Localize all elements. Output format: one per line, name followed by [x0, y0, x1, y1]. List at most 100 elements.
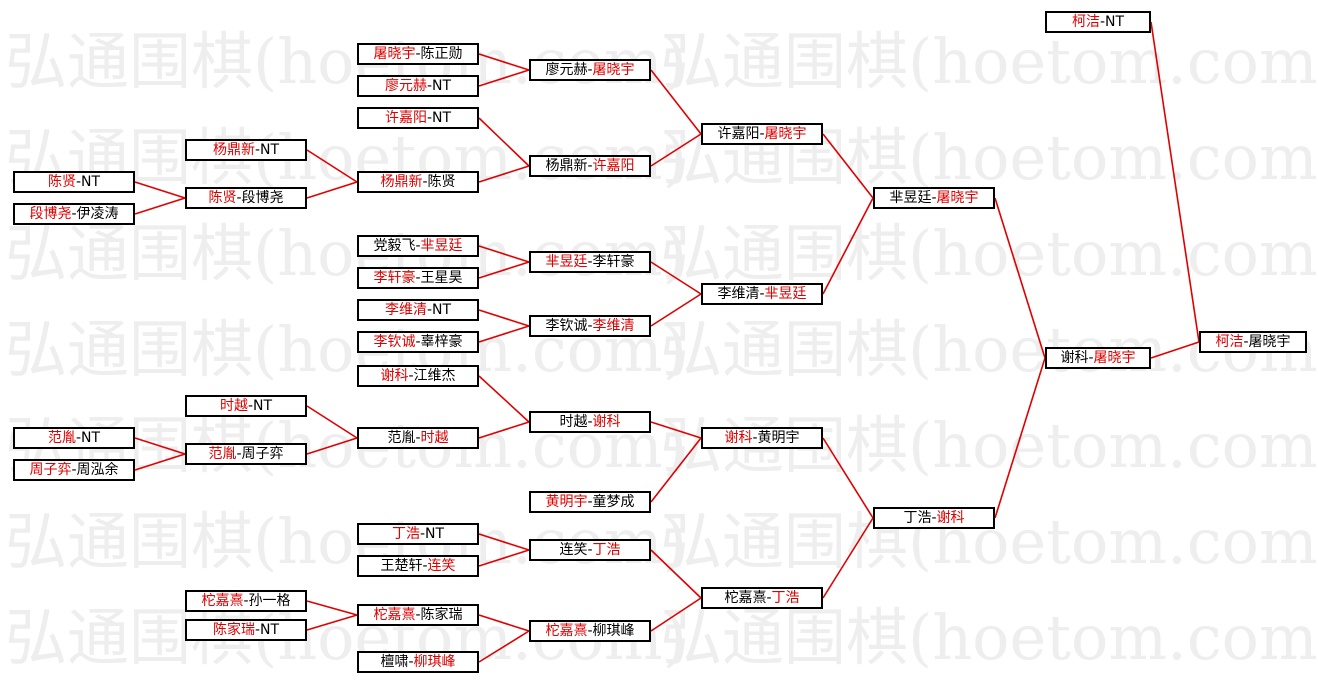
separator: -	[587, 254, 593, 270]
player-two: NT	[260, 142, 280, 158]
player-one: 连笑	[559, 542, 588, 558]
player-two: 段博尧	[241, 190, 284, 206]
connector-line	[478, 549, 530, 567]
match-box: 杨鼎新-陈贤	[357, 171, 479, 193]
player-two: 时越	[420, 430, 449, 446]
match-box: 谢科-黄明宇	[701, 427, 823, 449]
match-box: 屠晓宇-陈正勋	[357, 43, 479, 65]
player-one: 屠晓宇	[373, 46, 416, 62]
player-one: 谢科	[724, 430, 753, 446]
separator: -	[75, 174, 82, 190]
match-box: 杨鼎新-NT	[185, 139, 307, 161]
connector-line	[478, 375, 530, 423]
match-box: 范胤-NT	[13, 427, 135, 449]
match-box: 李维清-芈昱廷	[701, 283, 823, 305]
separator: -	[759, 126, 765, 142]
separator: -	[759, 286, 765, 302]
connector-line	[478, 421, 530, 439]
player-one: 陈贤	[47, 174, 76, 190]
player-one: 柁嘉熹	[545, 623, 588, 639]
match-box: 杨鼎新-许嘉阳	[529, 155, 651, 177]
match-box: 丁浩-NT	[357, 523, 479, 545]
player-two: NT	[81, 430, 101, 446]
player-one: 陈家瑞	[212, 622, 255, 638]
separator: -	[426, 302, 433, 318]
separator: -	[254, 142, 261, 158]
match-box: 许嘉阳-屠晓宇	[701, 123, 823, 145]
match-box: 李钦诚-辜梓豪	[357, 331, 479, 353]
separator: -	[931, 510, 937, 526]
separator: -	[587, 62, 593, 78]
player-one: 芈昱廷	[545, 254, 588, 270]
player-one: 范胤	[208, 446, 237, 462]
connector-line	[650, 261, 702, 295]
separator: -	[587, 158, 593, 174]
separator: -	[415, 607, 421, 623]
match-box: 党毅飞-芈昱廷	[357, 235, 479, 257]
separator: -	[243, 593, 249, 609]
player-two: 柳琪峰	[413, 654, 456, 670]
connector-line	[478, 533, 530, 551]
separator: -	[587, 623, 593, 639]
match-box: 廖元赫-屠晓宇	[529, 59, 651, 81]
separator: -	[71, 206, 77, 222]
separator: -	[587, 414, 593, 430]
match-box: 周子弈-周泓余	[13, 459, 135, 481]
match-box: 柁嘉熹-孙一格	[185, 590, 307, 612]
player-one: 党毅飞	[373, 238, 416, 254]
match-box: 柁嘉熹-柳琪峰	[529, 620, 651, 642]
connector-line	[650, 597, 702, 632]
player-one: 柁嘉熹	[724, 590, 767, 606]
player-one: 柁嘉熹	[201, 593, 244, 609]
connector-line	[994, 357, 1046, 519]
player-one: 杨鼎新	[380, 174, 423, 190]
player-two: 童梦成	[592, 494, 635, 510]
player-two: 屠晓宇	[764, 126, 807, 142]
separator: -	[71, 462, 77, 478]
connector-line	[822, 133, 874, 199]
separator: -	[931, 190, 937, 206]
player-two: 丁浩	[771, 590, 800, 606]
connector-line	[306, 181, 358, 199]
match-box: 芈昱廷-李轩豪	[529, 251, 651, 273]
player-two: 丁浩	[592, 542, 621, 558]
connector-line	[1150, 21, 1200, 343]
separator: -	[247, 398, 254, 414]
connector-line	[478, 53, 530, 71]
connector-line	[478, 614, 530, 632]
player-one: 廖元赫	[545, 62, 588, 78]
player-one: 檀啸	[380, 654, 409, 670]
connector-line	[306, 600, 358, 616]
match-box: 柯洁-NT	[1045, 11, 1151, 33]
player-two: 谢科	[936, 510, 965, 526]
player-two: NT	[1105, 14, 1125, 30]
player-two: 李轩豪	[592, 254, 635, 270]
separator: -	[587, 494, 593, 510]
player-two: 王星昊	[420, 270, 463, 286]
player-one: 李钦诚	[373, 334, 416, 350]
separator: -	[415, 334, 421, 350]
player-one: 柯洁	[1071, 14, 1100, 30]
player-one: 许嘉阳	[384, 110, 427, 126]
connector-line	[822, 197, 874, 295]
player-two: NT	[432, 78, 452, 94]
match-box: 时越-谢科	[529, 411, 651, 433]
connector-line	[134, 437, 186, 455]
separator: -	[415, 238, 421, 254]
connector-line	[306, 149, 358, 183]
connector-line	[994, 197, 1046, 359]
match-box: 时越-NT	[185, 395, 307, 417]
separator: -	[426, 78, 433, 94]
separator: -	[752, 430, 758, 446]
player-two: 黄明宇	[757, 430, 800, 446]
connector-line	[478, 165, 530, 183]
player-one: 时越	[559, 414, 588, 430]
match-box: 柯洁-屠晓宇	[1199, 331, 1307, 353]
player-two: 伊凌涛	[76, 206, 119, 222]
match-box: 谢科-屠晓宇	[1045, 347, 1151, 369]
separator: -	[236, 190, 242, 206]
match-box: 段博尧-伊凌涛	[13, 203, 135, 225]
connector-line	[1150, 341, 1200, 359]
player-two: 周子弈	[241, 446, 284, 462]
